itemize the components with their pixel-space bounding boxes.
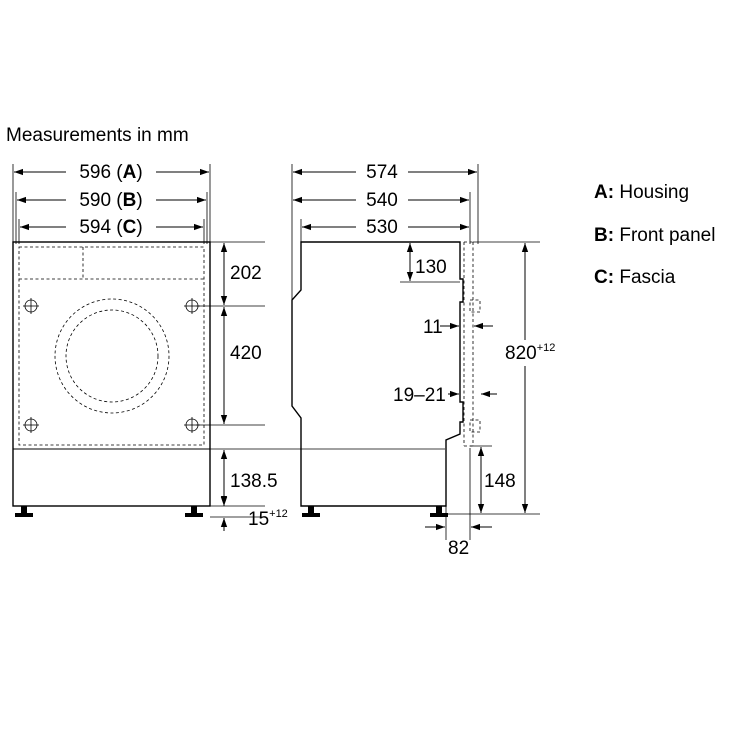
legend-item-housing: A: Housing (594, 182, 689, 203)
door-outline (54, 298, 170, 414)
legend-item-fascia: C: Fascia (594, 267, 676, 288)
dim-202: 202 (230, 263, 262, 284)
dim-82: 82 (448, 538, 469, 559)
front-housing-outline (12, 241, 211, 507)
dim-15: 15 (248, 509, 269, 530)
dim-820-tolerance: +12 (537, 342, 556, 354)
dim-420: 420 (230, 343, 262, 364)
mounting-screws (23, 298, 200, 433)
dim-820: 820 (505, 343, 537, 364)
front-feet (15, 506, 203, 517)
side-feet (302, 506, 448, 517)
svg-text:820+12: 820+12 (505, 342, 555, 364)
dim-594-letter: C (123, 217, 137, 238)
svg-text:596 (A): 596 (A) (79, 162, 142, 183)
dim-148: 148 (484, 471, 516, 492)
dim-574: 574 (366, 162, 398, 183)
side-view: 574 540 530 130 (291, 160, 567, 559)
front-view: 596 (A) 590 (B) 594 (C) (12, 160, 445, 531)
svg-text:15+12: 15+12 (248, 508, 288, 530)
dim-596-value: 596 (79, 162, 111, 183)
dimension-width-c: 594 (C) (18, 215, 205, 244)
legend-item-front-panel: B: Front panel (594, 225, 715, 246)
dim-540: 540 (366, 190, 398, 211)
dim-590-letter: B (123, 190, 137, 211)
svg-text:594 (C): 594 (C) (79, 217, 142, 238)
dim-138-5: 138.5 (230, 471, 278, 492)
dimension-width-b: 590 (B) (15, 188, 208, 244)
dim-19-21: 19–21 (393, 385, 446, 406)
side-housing-outline (291, 241, 464, 507)
page-title: Measurements in mm (6, 125, 189, 146)
dim-130: 130 (415, 257, 447, 278)
dim-590-value: 590 (79, 190, 111, 211)
svg-text:590 (B): 590 (B) (79, 190, 142, 211)
dim-594-value: 594 (79, 217, 111, 238)
dimension-width-a: 596 (A) (12, 160, 211, 244)
panel-outline (463, 241, 481, 447)
dim-596-letter: A (123, 162, 137, 183)
dim-530: 530 (366, 217, 398, 238)
dim-11: 11 (423, 317, 443, 338)
dim-15-tolerance: +12 (269, 508, 288, 520)
legend: A: Housing B: Front panel C: Fascia (594, 182, 715, 288)
